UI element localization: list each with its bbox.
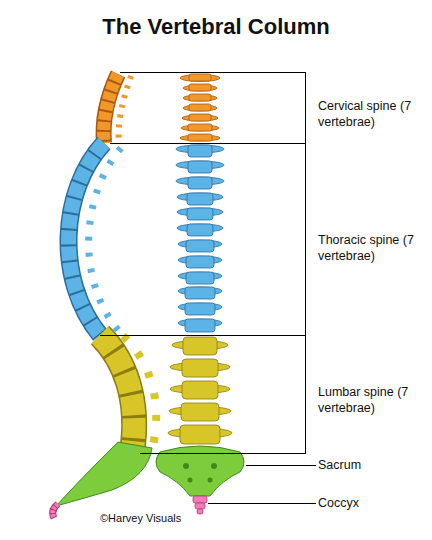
front-sacrum-part <box>188 478 193 483</box>
front-thoracic-part <box>187 193 213 205</box>
side-cervical-part <box>104 74 118 143</box>
front-thoracic-part <box>186 256 214 268</box>
front-thoracic-part <box>186 272 214 284</box>
region-label: Thoracic spine (7 vertebrae) <box>318 232 418 264</box>
region-label: Lumbar spine (7 vertebrae) <box>318 384 418 416</box>
front-thoracic-part <box>187 224 213 236</box>
front-cervical-part <box>181 125 219 131</box>
side-cervical-part <box>104 74 118 143</box>
side-sacrum <box>56 442 152 506</box>
bracket-lines-part <box>100 335 305 336</box>
region-label: Cervical spine (7 vertebrae) <box>318 98 418 130</box>
side-thoracic-part <box>89 148 121 330</box>
diagram-title: The Vertebral Column <box>0 14 432 40</box>
side-sacrum-part <box>56 442 152 506</box>
side-coccyx-part <box>53 504 58 518</box>
side-cervical-part <box>119 76 131 143</box>
front-lumbar-part <box>180 425 220 444</box>
bracket-lines-part <box>208 503 316 504</box>
front-thoracic-part <box>188 161 212 173</box>
front-cervical-part <box>188 124 212 131</box>
front-thoracic <box>176 145 224 332</box>
front-cervical-part <box>189 84 211 91</box>
bracket-lines-part <box>305 72 306 454</box>
side-lumbar-part <box>100 335 134 452</box>
front-sacrum-part <box>211 463 217 469</box>
front-sacrum-part <box>208 478 213 483</box>
front-thoracic-part <box>185 303 215 315</box>
side-coccyx <box>53 504 58 518</box>
front-lumbar-part <box>183 337 217 355</box>
front-coccyx <box>193 496 207 514</box>
front-cervical-part <box>183 95 217 101</box>
bracket-lines <box>100 72 316 504</box>
bracket-lines-part <box>120 72 305 73</box>
side-coccyx-part <box>53 504 58 518</box>
front-coccyx-part <box>193 496 207 503</box>
part-label: Coccyx <box>318 495 418 511</box>
front-lumbar <box>168 337 232 444</box>
front-cervical-part <box>189 74 211 81</box>
side-lumbar-part <box>100 335 134 452</box>
front-sacrum-part <box>183 463 189 469</box>
front-cervical-part <box>189 114 211 121</box>
front-coccyx-part <box>195 503 205 509</box>
front-coccyx-part <box>197 509 203 514</box>
front-lumbar-part <box>182 381 218 399</box>
front-cervical <box>180 74 220 141</box>
bracket-lines-part <box>246 465 316 466</box>
front-thoracic-part <box>188 177 212 189</box>
side-lumbar <box>100 335 156 452</box>
front-cervical-part <box>180 75 220 82</box>
front-cervical-part <box>180 135 220 141</box>
front-cervical-part <box>182 115 218 121</box>
front-thoracic-part <box>186 240 214 252</box>
front-cervical-part <box>183 105 217 111</box>
front-lumbar-part <box>181 403 219 421</box>
side-cervical <box>104 74 131 143</box>
copyright-note: ©Harvey Visuals <box>100 510 250 526</box>
front-cervical-part <box>188 134 212 141</box>
front-thoracic-part <box>185 287 215 299</box>
front-cervical-part <box>189 94 211 101</box>
side-thoracic <box>69 143 121 335</box>
front-thoracic-part <box>187 208 213 220</box>
side-lumbar-part <box>123 336 156 445</box>
front-lumbar-part <box>182 359 218 377</box>
bracket-lines-part <box>110 143 305 144</box>
front-cervical-part <box>189 104 211 111</box>
front-thoracic-part <box>188 145 212 157</box>
part-label: Sacrum <box>318 457 418 473</box>
front-thoracic-part <box>185 319 215 332</box>
bracket-lines-part <box>140 453 305 454</box>
front-cervical-part <box>183 85 217 91</box>
